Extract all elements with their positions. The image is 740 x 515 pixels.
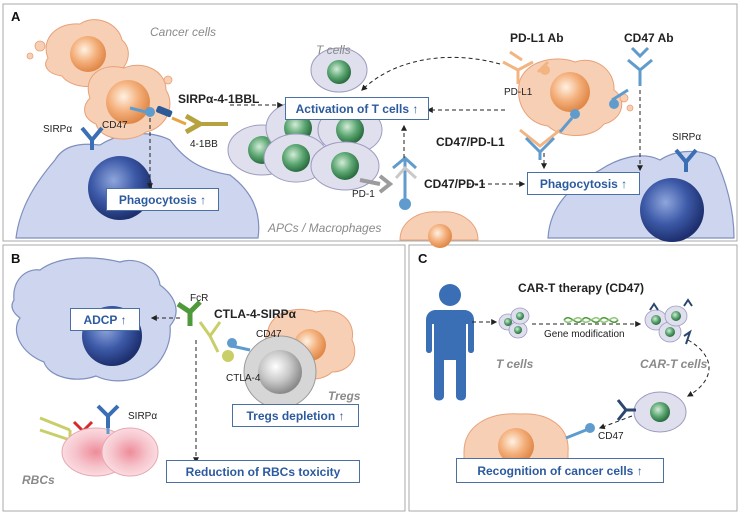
box-phagocytosis-left: Phagocytosis ↑: [106, 188, 219, 211]
panel-c-graphics: [426, 284, 710, 471]
car-receptor: [616, 399, 628, 421]
label-cart-therapy-title: CAR-T therapy (CD47): [518, 281, 645, 295]
label-cd47-c: CD47: [598, 431, 624, 442]
cd47-pd1-bispecific: [392, 156, 418, 210]
arrow-to-cancer-c: [598, 415, 633, 430]
panel-letter-b: B: [11, 251, 21, 266]
t-cell-nucleus: [331, 152, 359, 180]
label-sirpa-b: SIRPα: [128, 411, 158, 422]
cd47-c: [585, 423, 595, 433]
cart-cell-nucleus: [650, 402, 670, 422]
t-cell-nucleus: [336, 116, 364, 144]
sirpa-receptor-b: [96, 404, 120, 418]
label-cd47-pd1: CD47/PD-1: [424, 177, 486, 191]
cd47-antibody: [609, 46, 653, 109]
label-t-cells-c: T cells: [496, 357, 534, 371]
label-sirpa-left: SIRPα: [43, 124, 73, 135]
label-41bb: 4-1BB: [190, 139, 218, 150]
label-pd1: PD-1: [352, 189, 375, 200]
cancer-bleb: [626, 104, 634, 112]
treg-nucleus: [258, 350, 302, 394]
label-pdl1-ab: PD-L1 Ab: [510, 31, 564, 45]
cart-cells-cluster-c: [644, 298, 693, 345]
label-apcs-macrophages: APCs / Macrophages: [268, 221, 382, 235]
panel-a-border: [2, 3, 738, 242]
dna-helix-icon: [563, 317, 619, 323]
label-cart-cells: CAR-T cells: [640, 357, 708, 371]
arrow-cart-to-cell: [686, 339, 710, 397]
cancer-nucleus-2: [106, 80, 150, 124]
label-gene-modification: Gene modification: [544, 329, 625, 340]
box-recognition-cancer: Recognition of cancer cells ↑: [456, 458, 664, 483]
box-adcp: ADCP ↑: [70, 308, 140, 331]
label-t-cells: T cells: [316, 43, 351, 57]
rbc-2: [101, 427, 159, 477]
macrophage-nucleus-right-a: [640, 178, 704, 242]
label-fcr: FcR: [190, 293, 209, 304]
cancer-nucleus-right: [550, 72, 590, 112]
t-cells-cluster-c: [498, 307, 530, 339]
cd47-marker: [145, 107, 155, 117]
panel-a-graphics: [15, 19, 735, 248]
human-figure-icon: [426, 284, 474, 401]
label-sirpa-right: SIRPα: [672, 132, 702, 143]
label-cancer-cells: Cancer cells: [150, 25, 217, 39]
label-pdl1: PD-L1: [504, 87, 533, 98]
cd47-pdl1-bispecific: [519, 109, 580, 160]
label-rbcs: RBCs: [22, 473, 55, 487]
t-cell-nucleus: [327, 60, 351, 84]
cancer-nucleus-c: [498, 428, 534, 464]
label-cd47-b: CD47: [256, 329, 282, 340]
cancer-nucleus-1: [70, 36, 106, 72]
cancer-bleb: [34, 40, 46, 52]
panel-c-border: [408, 244, 738, 512]
box-activation-t-cells: Activation of T cells ↑: [285, 97, 429, 120]
cd47-stalk: [129, 106, 147, 114]
fcr-ctla4-sirpa: [176, 300, 251, 362]
cd47-c: [565, 428, 587, 440]
label-ctla4-sirpa: CTLA-4-SIRPα: [214, 307, 297, 321]
pd1-receptor: [378, 174, 394, 194]
sirpa-41bbl-fusion: [156, 105, 228, 135]
label-tregs: Tregs: [328, 389, 361, 403]
box-tregs-depletion: Tregs depletion ↑: [232, 404, 359, 427]
label-sirpa-41bbl: SIRPα-4-1BBL: [178, 92, 260, 106]
panel-letter-a: A: [11, 9, 21, 24]
t-cell-nucleus: [282, 144, 310, 172]
cancer-bleb: [26, 52, 34, 60]
box-rbc-toxicity: Reduction of RBCs toxicity: [166, 460, 360, 483]
label-cd47-a: CD47: [102, 120, 128, 131]
arrow-pdl1ab-to-activation: [361, 56, 501, 91]
panel-b-border: [2, 244, 406, 512]
label-cd47-ab: CD47 Ab: [624, 31, 674, 45]
pdl1-antibody: [502, 50, 550, 84]
label-ctla4: CTLA-4: [226, 373, 261, 384]
box-phagocytosis-right: Phagocytosis ↑: [527, 172, 640, 195]
label-cd47-pdl1: CD47/PD-L1: [436, 135, 505, 149]
panel-letter-c: C: [418, 251, 428, 266]
panel-b-graphics: [11, 257, 356, 477]
sirpa-receptor-left: [80, 126, 104, 142]
cancer-nucleus-bottom: [428, 224, 452, 248]
pd1-receptor: [359, 178, 381, 186]
cancer-bleb: [163, 75, 173, 85]
